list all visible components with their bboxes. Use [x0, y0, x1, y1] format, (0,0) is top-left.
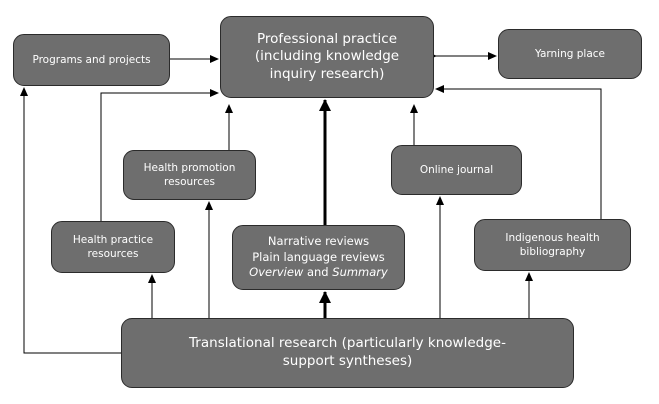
connector-health-practice-to-professional — [100, 89, 219, 221]
node-indigenous-line2: bibliography — [519, 246, 586, 258]
node-professional-practice: Professional practice (including knowled… — [220, 16, 434, 98]
node-programs-and-projects-label: Programs and projects — [32, 53, 151, 66]
node-narrative-overview: Overview — [249, 265, 304, 280]
node-online-journal-label: Online journal — [419, 163, 494, 176]
node-health-practice-line2: resources — [87, 248, 139, 260]
connector-translational-to-programs — [20, 87, 121, 354]
node-professional-practice-line2: (including knowledge — [254, 48, 400, 65]
node-translational-research: Translational research (particularly kno… — [121, 318, 574, 388]
node-yarning-place-label: Yarning place — [534, 47, 605, 60]
node-programs-and-projects: Programs and projects — [13, 34, 170, 86]
node-professional-practice-line1: Professional practice — [256, 30, 397, 47]
node-health-practice-resources: Health practice resources — [51, 221, 175, 273]
node-health-promotion-line1: Health promotion — [143, 161, 236, 174]
node-narrative-summary: Summary — [332, 265, 388, 280]
node-health-practice-line1: Health practice — [72, 233, 154, 246]
node-health-promotion-resources: Health promotion resources — [123, 150, 256, 200]
node-narrative-line1: Narrative reviews — [267, 234, 370, 249]
node-narrative-line3: Overview and Summary — [249, 265, 388, 281]
connector-indigenous-to-professional — [435, 85, 602, 219]
node-narrative-and: and — [303, 265, 333, 280]
node-indigenous-line1: Indigenous health — [505, 231, 600, 244]
node-narrative-line2: Plain language reviews — [252, 249, 385, 264]
node-translational-line1: Translational research (particularly kno… — [189, 335, 506, 352]
node-indigenous-health-bibliography: Indigenous health bibliography — [474, 219, 631, 271]
node-translational-line2: support syntheses) — [282, 353, 413, 369]
node-professional-practice-line3: inquiry research) — [269, 65, 385, 82]
node-online-journal: Online journal — [391, 145, 522, 195]
node-health-promotion-line2: resources — [164, 176, 215, 188]
node-yarning-place: Yarning place — [498, 29, 642, 79]
node-narrative-reviews: Narrative reviews Plain language reviews… — [232, 225, 405, 290]
